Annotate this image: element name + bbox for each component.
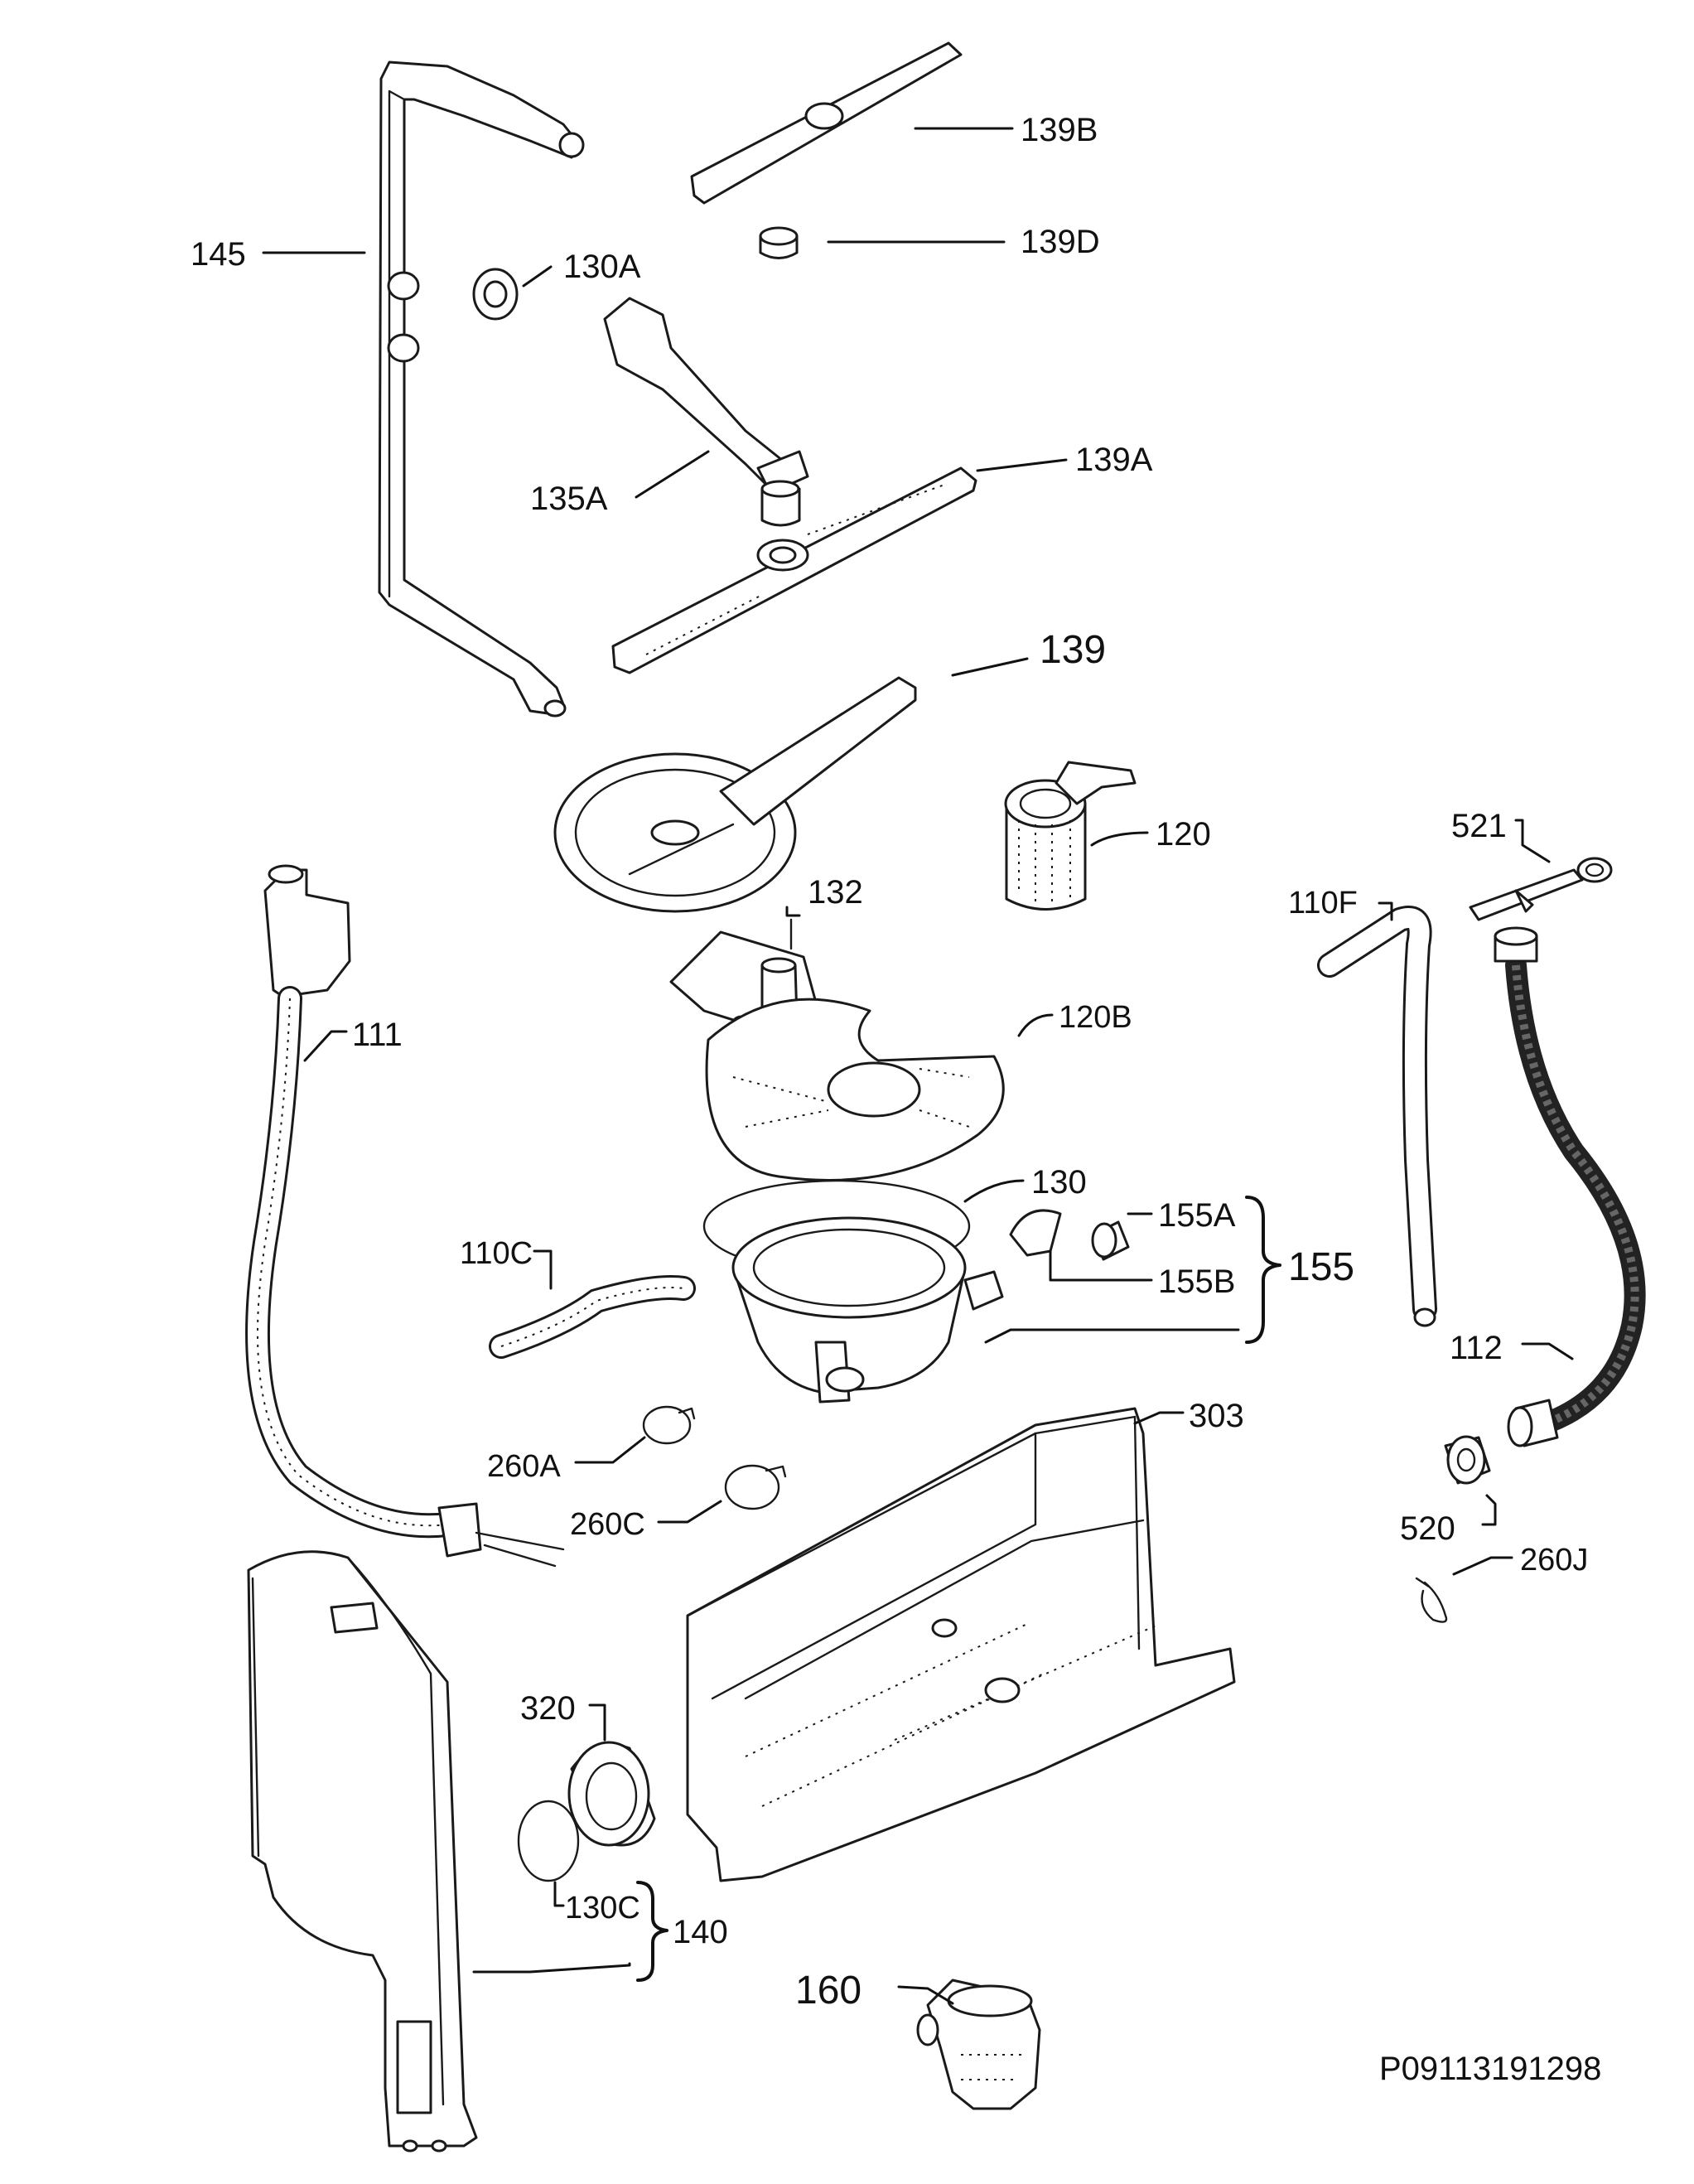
label-139D: 139D	[1021, 224, 1100, 260]
part-139A-lower-spray-arm[interactable]	[611, 466, 977, 674]
label-130A: 130A	[563, 249, 641, 285]
part-140-softener-housing[interactable]	[247, 1550, 478, 2153]
part-112-drain-hose[interactable]	[1494, 926, 1646, 1447]
part-labels: 145 130A 139B 139D 135A 139A 139 120 521…	[191, 112, 1601, 2087]
part-155A-connector[interactable]	[1091, 1220, 1130, 1261]
label-155A: 155A	[1158, 1197, 1236, 1234]
label-139A: 139A	[1075, 442, 1153, 478]
label-160: 160	[795, 1969, 861, 2012]
part-155B-cover[interactable]	[1009, 1209, 1062, 1257]
part-130A-seal[interactable]	[472, 268, 519, 321]
part-145-supply-pipe[interactable]	[378, 60, 585, 718]
label-260J: 260J	[1520, 1543, 1588, 1578]
part-120-filter[interactable]	[1004, 761, 1137, 911]
part-110C-hose[interactable]	[489, 1275, 696, 1359]
label-320: 320	[520, 1690, 576, 1727]
part-260J-clamp[interactable]	[1415, 1577, 1448, 1623]
brace-140	[636, 1881, 668, 1982]
part-260C-clamp[interactable]	[724, 1464, 787, 1510]
label-520: 520	[1400, 1510, 1455, 1547]
part-260A-clamp[interactable]	[642, 1405, 696, 1445]
part-139B-upper-spray-arm[interactable]	[690, 41, 963, 205]
label-140: 140	[673, 1914, 728, 1950]
part-521-key[interactable]	[1469, 857, 1613, 921]
leader-lines	[262, 127, 1574, 2005]
label-120B: 120B	[1059, 1000, 1132, 1035]
label-139: 139	[1040, 628, 1106, 672]
label-120: 120	[1156, 816, 1211, 853]
part-120B-microfilter[interactable]	[705, 998, 1005, 1181]
label-111: 111	[352, 1017, 403, 1053]
label-145: 145	[191, 236, 246, 273]
drawing-code: P09113191298	[1379, 2051, 1601, 2087]
part-139-bottom-spray-arm[interactable]	[553, 676, 917, 913]
part-139D-nut[interactable]	[759, 226, 799, 259]
label-155: 155	[1288, 1245, 1354, 1289]
label-139B: 139B	[1021, 112, 1098, 148]
brace-155	[1245, 1196, 1281, 1344]
part-110F-hose[interactable]	[1317, 906, 1437, 1327]
label-130C: 130C	[565, 1891, 640, 1925]
part-130C-ring[interactable]	[517, 1800, 580, 1882]
part-303-base[interactable]	[686, 1407, 1236, 1882]
label-110F: 110F	[1288, 886, 1358, 920]
part-320-cap[interactable]	[567, 1741, 656, 1847]
part-520-valve[interactable]	[1444, 1435, 1491, 1485]
label-521: 521	[1451, 808, 1507, 844]
label-110C: 110C	[460, 1236, 533, 1271]
label-260C: 260C	[570, 1507, 645, 1542]
label-260A: 260A	[487, 1449, 561, 1484]
label-112: 112	[1450, 1330, 1503, 1366]
label-135A: 135A	[530, 481, 608, 517]
part-160-pump[interactable]	[916, 1979, 1041, 2110]
part-155-sump-assembly[interactable]	[731, 1216, 1004, 1404]
label-155B: 155B	[1158, 1264, 1235, 1300]
label-130: 130	[1031, 1164, 1087, 1201]
part-135A-spray-arm-support[interactable]	[603, 297, 809, 527]
label-132: 132	[808, 874, 863, 911]
part-111-inlet-hose[interactable]	[245, 864, 565, 1568]
label-303: 303	[1189, 1398, 1244, 1434]
